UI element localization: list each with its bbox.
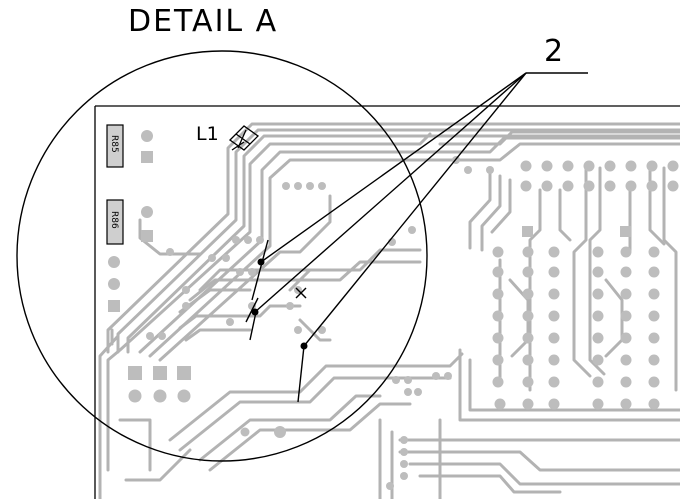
label-r86: R86	[109, 211, 119, 229]
detail-circle	[16, 50, 428, 462]
callout-number: 2	[544, 34, 564, 69]
callout-dots	[251, 258, 308, 350]
detail-title: DETAIL A	[128, 4, 279, 39]
label-r85: R85	[109, 135, 119, 153]
pcb-pads	[108, 130, 679, 490]
resistor-r85	[106, 124, 124, 168]
resistor-r86	[106, 199, 124, 245]
pcb-traces	[98, 122, 680, 499]
label-l1: L1	[196, 123, 219, 145]
board-outline	[94, 105, 680, 499]
callout-leaders	[245, 72, 588, 403]
inductor-l1-symbol	[228, 125, 260, 151]
